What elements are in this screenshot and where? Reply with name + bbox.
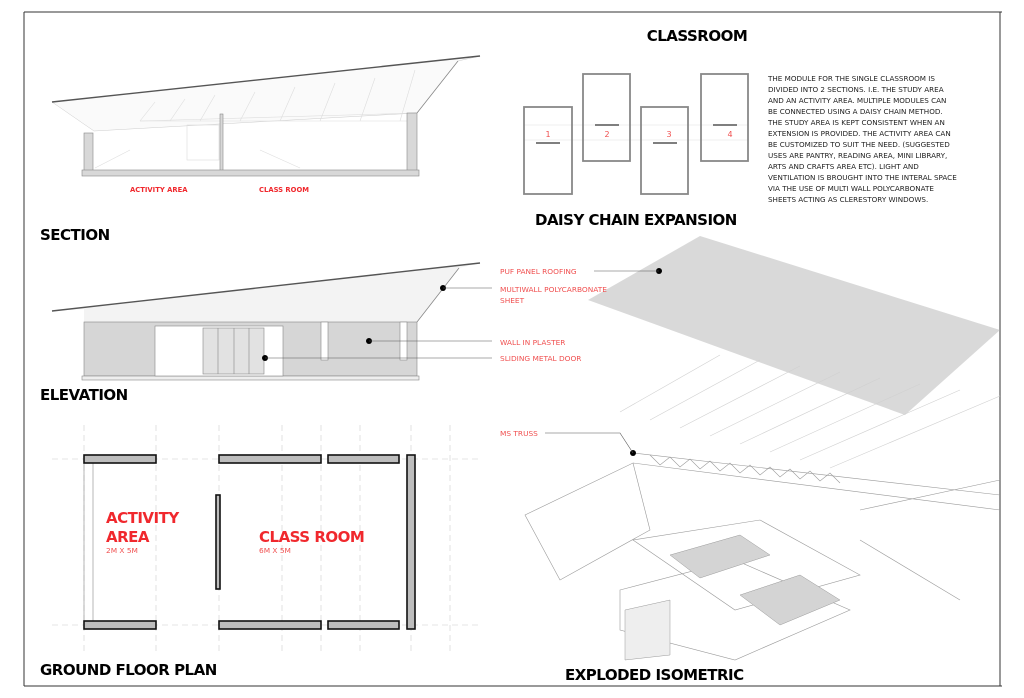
elevation-title: ELEVATION [40, 386, 128, 404]
module-number-4: 4 [727, 130, 732, 139]
svg-text:SHEETS ACTING AS CLERESTORY WI: SHEETS ACTING AS CLERESTORY WINDOWS. [768, 195, 928, 204]
isometric-callouts: PUF PANEL ROOFING MULTIWALL POLYCARBONAT… [500, 267, 607, 438]
sheet-border [23, 11, 1002, 687]
svg-text:THE STUDY AREA IS KEPT CONSIST: THE STUDY AREA IS KEPT CONSISTENT WHEN A… [767, 118, 945, 127]
svg-text:VIA THE USE OF MULTI WALL POLY: VIA THE USE OF MULTI WALL POLYCARBONATE [768, 184, 934, 193]
svg-text:USES ARE PANTRY, READING AREA,: USES ARE PANTRY, READING AREA, MINI LIBR… [768, 151, 947, 160]
module-number-2: 2 [604, 130, 609, 139]
sheet-title: CLASSROOM [647, 27, 748, 45]
module-2 [582, 73, 631, 162]
daisy-chain-diagram [523, 73, 749, 195]
daisy-chain-title: DAISY CHAIN EXPANSION [535, 211, 737, 229]
module-number-1: 1 [545, 130, 550, 139]
callout-wall-in-plaster: WALL IN PLASTER [500, 338, 565, 347]
section-drawing [51, 55, 481, 177]
plan-title: GROUND FLOOR PLAN [40, 661, 217, 679]
ground-floor-plan [52, 425, 480, 655]
svg-text:EXTENSION IS PROVIDED. THE AC: EXTENSION IS PROVIDED. THE ACTIVITY AREA… [768, 129, 951, 138]
plan-activity-label-2: AREA [106, 528, 150, 546]
elevation-drawing [51, 262, 492, 381]
callout-puf-panel-roofing: PUF PANEL ROOFING [500, 267, 577, 276]
svg-text:ARTS AND CRAFTS AREA ETC). LIG: ARTS AND CRAFTS AREA ETC). LIGHT AND [768, 162, 919, 171]
section-label-class-room: CLASS ROOM [259, 186, 309, 194]
svg-text:THE MODULE FOR THE SINGLE CLAS: THE MODULE FOR THE SINGLE CLASSROOM IS [767, 74, 935, 83]
svg-text:VENTILATION IS BROUGHT INTO TH: VENTILATION IS BROUGHT INTO THE INTERAL … [768, 173, 957, 182]
description-text: THE MODULE FOR THE SINGLE CLASSROOM IS D… [767, 74, 957, 204]
svg-text:BE CONNECTED USING A DAISY CHA: BE CONNECTED USING A DAISY CHAIN METHOD. [768, 107, 943, 116]
callout-ms-truss: MS TRUSS [500, 429, 538, 438]
exploded-isometric-drawing [524, 236, 1001, 661]
svg-text:DIVIDED INTO 2 SECTIONS. I.E.: DIVIDED INTO 2 SECTIONS. I.E. THE STUDY … [768, 85, 944, 94]
plan-activity-size: 2M X 5M [106, 546, 138, 555]
isometric-title: EXPLODED ISOMETRIC [565, 666, 744, 684]
plan-classroom-size: 6M X 5M [259, 546, 291, 555]
module-number-3: 3 [666, 130, 671, 139]
callout-polycarbonate-2: SHEET [500, 296, 525, 305]
plan-classroom-label: CLASS ROOM [259, 528, 364, 546]
svg-text:AND AN ACTIVITY AREA. MULTIPLE: AND AN ACTIVITY AREA. MULTIPLE MODULES C… [768, 96, 946, 105]
plan-activity-label-1: ACTIVITY [106, 509, 180, 527]
module-4 [700, 73, 749, 162]
callout-polycarbonate-1: MULTIWALL POLYCARBONATE [500, 285, 607, 294]
section-label-activity-area: ACTIVITY AREA [130, 186, 188, 194]
module-3 [640, 106, 689, 195]
section-title: SECTION [40, 226, 110, 244]
callout-sliding-metal-door: SLIDING METAL DOOR [500, 354, 581, 363]
svg-text:BE CUSTOMIZED TO SUIT THE NEED: BE CUSTOMIZED TO SUIT THE NEED. (SUGGEST… [768, 140, 950, 149]
module-1 [523, 106, 573, 195]
